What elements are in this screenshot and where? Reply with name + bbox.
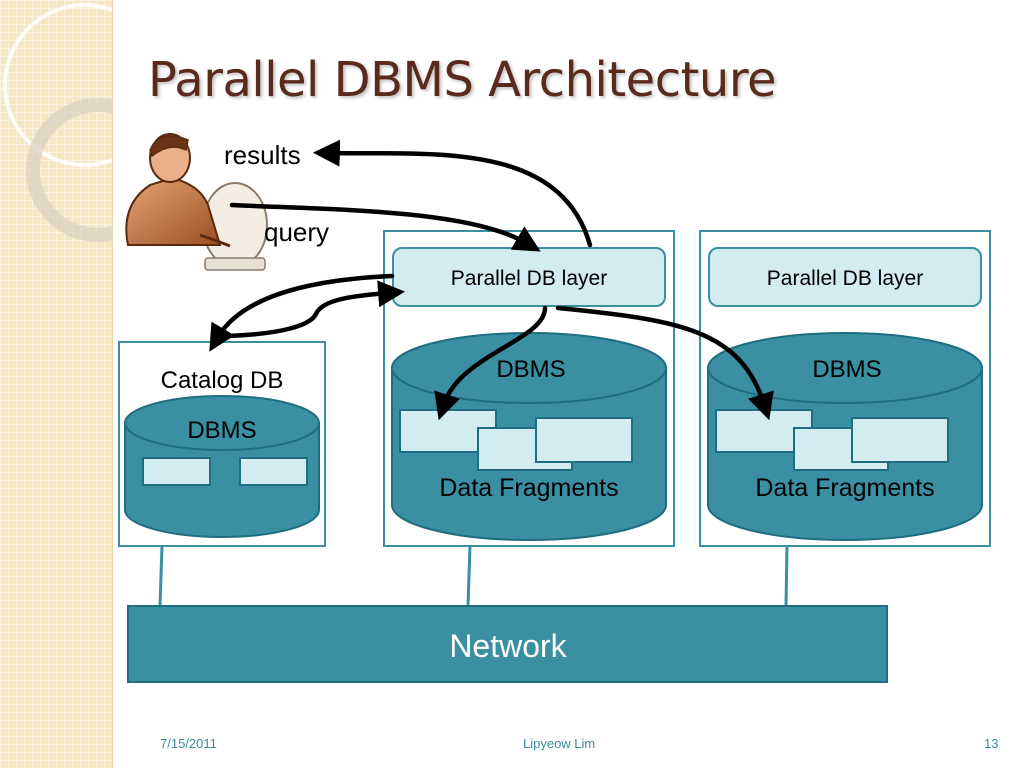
node-2-layer-label: Parallel DB layer xyxy=(767,267,923,290)
node-1-dbms-label: DBMS xyxy=(496,356,565,383)
node-1-fragment-blocks xyxy=(399,409,633,471)
catalog-db-title: Catalog DB xyxy=(161,367,284,394)
catalog-return-arrow xyxy=(225,280,406,339)
decorative-side-strip xyxy=(0,0,170,768)
catalog-data-blocks xyxy=(142,457,308,486)
network-label: Network xyxy=(449,628,567,664)
results-label: results xyxy=(224,140,301,170)
query-label: query xyxy=(264,217,329,247)
catalog-lookup-arrow xyxy=(209,273,395,352)
slide-title: Parallel DBMS Architecture xyxy=(148,52,777,108)
node-1-fragments-label: Data Fragments xyxy=(439,474,618,502)
footer-author: Lipyeow Lim xyxy=(523,736,596,751)
footer-page-number: 13 xyxy=(984,736,999,751)
network-bar xyxy=(127,605,888,683)
results-arrow xyxy=(312,139,593,248)
catalog-dbms-label: DBMS xyxy=(187,417,256,444)
node-1-fragment-arrow xyxy=(434,305,548,421)
network-connectors xyxy=(158,545,789,607)
footer-date: 7/15/2011 xyxy=(160,736,217,751)
query-arrow xyxy=(229,202,541,252)
node-1-layer-label: Parallel DB layer xyxy=(451,267,607,290)
node-2-fragment-blocks xyxy=(715,409,949,471)
node-2-fragment-arrow xyxy=(555,305,774,421)
node-2-fragments-label: Data Fragments xyxy=(755,474,934,502)
catalog-dbms-cylinder xyxy=(124,395,320,538)
node-2-parallel-db-layer xyxy=(708,247,982,307)
node-2-dbms-label: DBMS xyxy=(812,356,881,383)
